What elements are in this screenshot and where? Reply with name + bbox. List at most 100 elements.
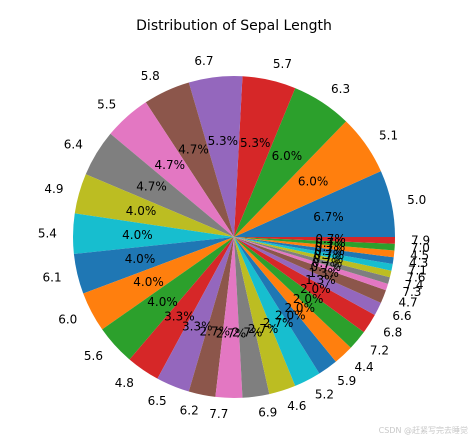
category-label: 5.5	[97, 98, 116, 112]
percent-label: 4.0%	[133, 275, 164, 289]
category-label: 5.2	[315, 388, 334, 402]
percent-label: 5.3%	[208, 134, 239, 148]
percent-label: 0.7%	[314, 244, 345, 258]
pie-slice-7-1	[234, 237, 393, 271]
category-label: 6.1	[43, 271, 62, 285]
pie-slice-7-7	[215, 237, 243, 399]
pie-slices	[72, 75, 396, 399]
percent-label: 4.0%	[125, 252, 156, 266]
percent-label: 5.3%	[240, 136, 271, 150]
category-label: 7.2	[370, 344, 389, 358]
pie-slice-6-1	[73, 237, 234, 294]
percent-label: 6.0%	[298, 175, 329, 189]
percent-label: 4.0%	[122, 228, 153, 242]
category-label: 5.9	[337, 374, 356, 388]
category-label: 4.9	[44, 182, 63, 196]
pie-slice-4-9	[74, 174, 234, 237]
category-label: 6.4	[64, 138, 83, 152]
category-label: 7.4	[404, 278, 423, 292]
category-label: 4.4	[355, 360, 374, 374]
percent-labels: 6.7%6.0%6.0%5.3%5.3%4.7%4.7%4.7%4.0%4.0%…	[122, 134, 346, 340]
pie-slice-6-5	[157, 237, 234, 392]
category-label: 7.7	[209, 407, 228, 421]
pie-slice-7-4	[234, 237, 390, 284]
pie-slice-7-0	[234, 237, 395, 251]
percent-label: 4.7%	[136, 180, 167, 194]
pie-slice-6-6	[234, 237, 381, 316]
percent-label: 6.7%	[313, 210, 344, 224]
category-labels: 5.0 5.1 6.3 5.7 6.7 5.8 5.5 6.4 4.9 5.4 6.1 6.0 5.6 4…	[38, 54, 430, 421]
category-label: 5.6	[84, 349, 103, 363]
percent-label: 2.7%	[200, 325, 231, 339]
category-label: 5.1	[379, 128, 398, 142]
category-label: 7.6	[406, 271, 425, 285]
category-label: 5.0	[407, 193, 426, 207]
pie-slice-6-8	[234, 237, 375, 333]
pie-slice-6-4	[85, 133, 234, 237]
pie-slice-4-6	[234, 237, 296, 395]
pie-slice-4-7	[234, 237, 386, 303]
chart-title: Distribution of Sepal Length	[136, 18, 332, 34]
percent-label: 0.7%	[315, 232, 346, 246]
category-label: 4.7	[399, 296, 418, 310]
pie-slice-7-2	[234, 237, 364, 348]
category-label: 6.2	[180, 404, 199, 418]
category-label: 4.3	[409, 256, 428, 270]
pie-slice-5-7	[234, 76, 296, 237]
category-label: 5.4	[38, 226, 57, 240]
pie-slice-5-2	[234, 237, 320, 386]
pie-slice-6-2	[188, 237, 234, 397]
category-label: 7.9	[411, 234, 430, 248]
pie-slice-4-5	[234, 237, 395, 258]
pie-slice-5-8	[145, 82, 234, 237]
pie-slice-7-3	[234, 237, 389, 291]
percent-label: 6.0%	[272, 149, 303, 163]
percent-label: 2.7%	[232, 326, 263, 340]
category-label: 4.5	[410, 249, 429, 263]
pie-slice-5-5	[110, 102, 234, 237]
category-label: 6.8	[383, 325, 402, 339]
percent-label: 2.0%	[275, 309, 306, 323]
category-label: 6.3	[331, 82, 350, 96]
percent-label: 4.7%	[178, 142, 209, 156]
percent-label: 4.0%	[126, 204, 157, 218]
percent-label: 2.7%	[263, 316, 294, 330]
category-label: 7.1	[408, 263, 427, 277]
percent-label: 2.7%	[216, 327, 247, 341]
category-label: 6.0	[58, 313, 77, 327]
pie-slice-5-0	[234, 171, 395, 237]
percent-label: 0.7%	[314, 248, 345, 262]
watermark: CSDN @赶紧写完去睡觉	[378, 426, 468, 435]
category-label: 6.6	[392, 309, 411, 323]
pie-slice-5-1	[234, 121, 381, 237]
percent-label: 2.0%	[300, 282, 331, 296]
percent-label: 3.3%	[164, 310, 195, 324]
percent-label: 4.0%	[147, 295, 178, 309]
category-label: 6.5	[148, 394, 167, 408]
category-label: 7.0	[411, 241, 430, 255]
percent-label: 1.3%	[305, 273, 336, 287]
pie-slice-4-8	[129, 237, 234, 379]
pie-slice-7-6	[234, 237, 392, 278]
category-label: 6.7	[194, 54, 213, 68]
percent-label: 0.7%	[315, 240, 346, 254]
percent-label: 4.7%	[155, 158, 186, 172]
category-label: 5.8	[141, 69, 160, 83]
category-label: 6.9	[258, 405, 277, 419]
percent-label: 0.7%	[311, 260, 342, 274]
pie-slice-7-9	[234, 237, 396, 244]
percent-label: 1.3%	[308, 266, 339, 280]
pie-slice-5-6	[102, 237, 234, 360]
category-label: 7.3	[402, 285, 421, 299]
percent-label: 2.0%	[293, 292, 324, 306]
category-label: 5.7	[273, 57, 292, 71]
pie-slice-4-4	[234, 237, 351, 362]
pie-slice-5-9	[234, 237, 336, 374]
pie-slice-4-3	[234, 237, 394, 265]
pie-slice-6-0	[83, 237, 234, 330]
pie-slice-6-7	[188, 75, 243, 237]
category-label: 4.6	[287, 399, 306, 413]
percent-label: 2.7%	[248, 322, 279, 336]
percent-label: 0.7%	[313, 252, 344, 266]
